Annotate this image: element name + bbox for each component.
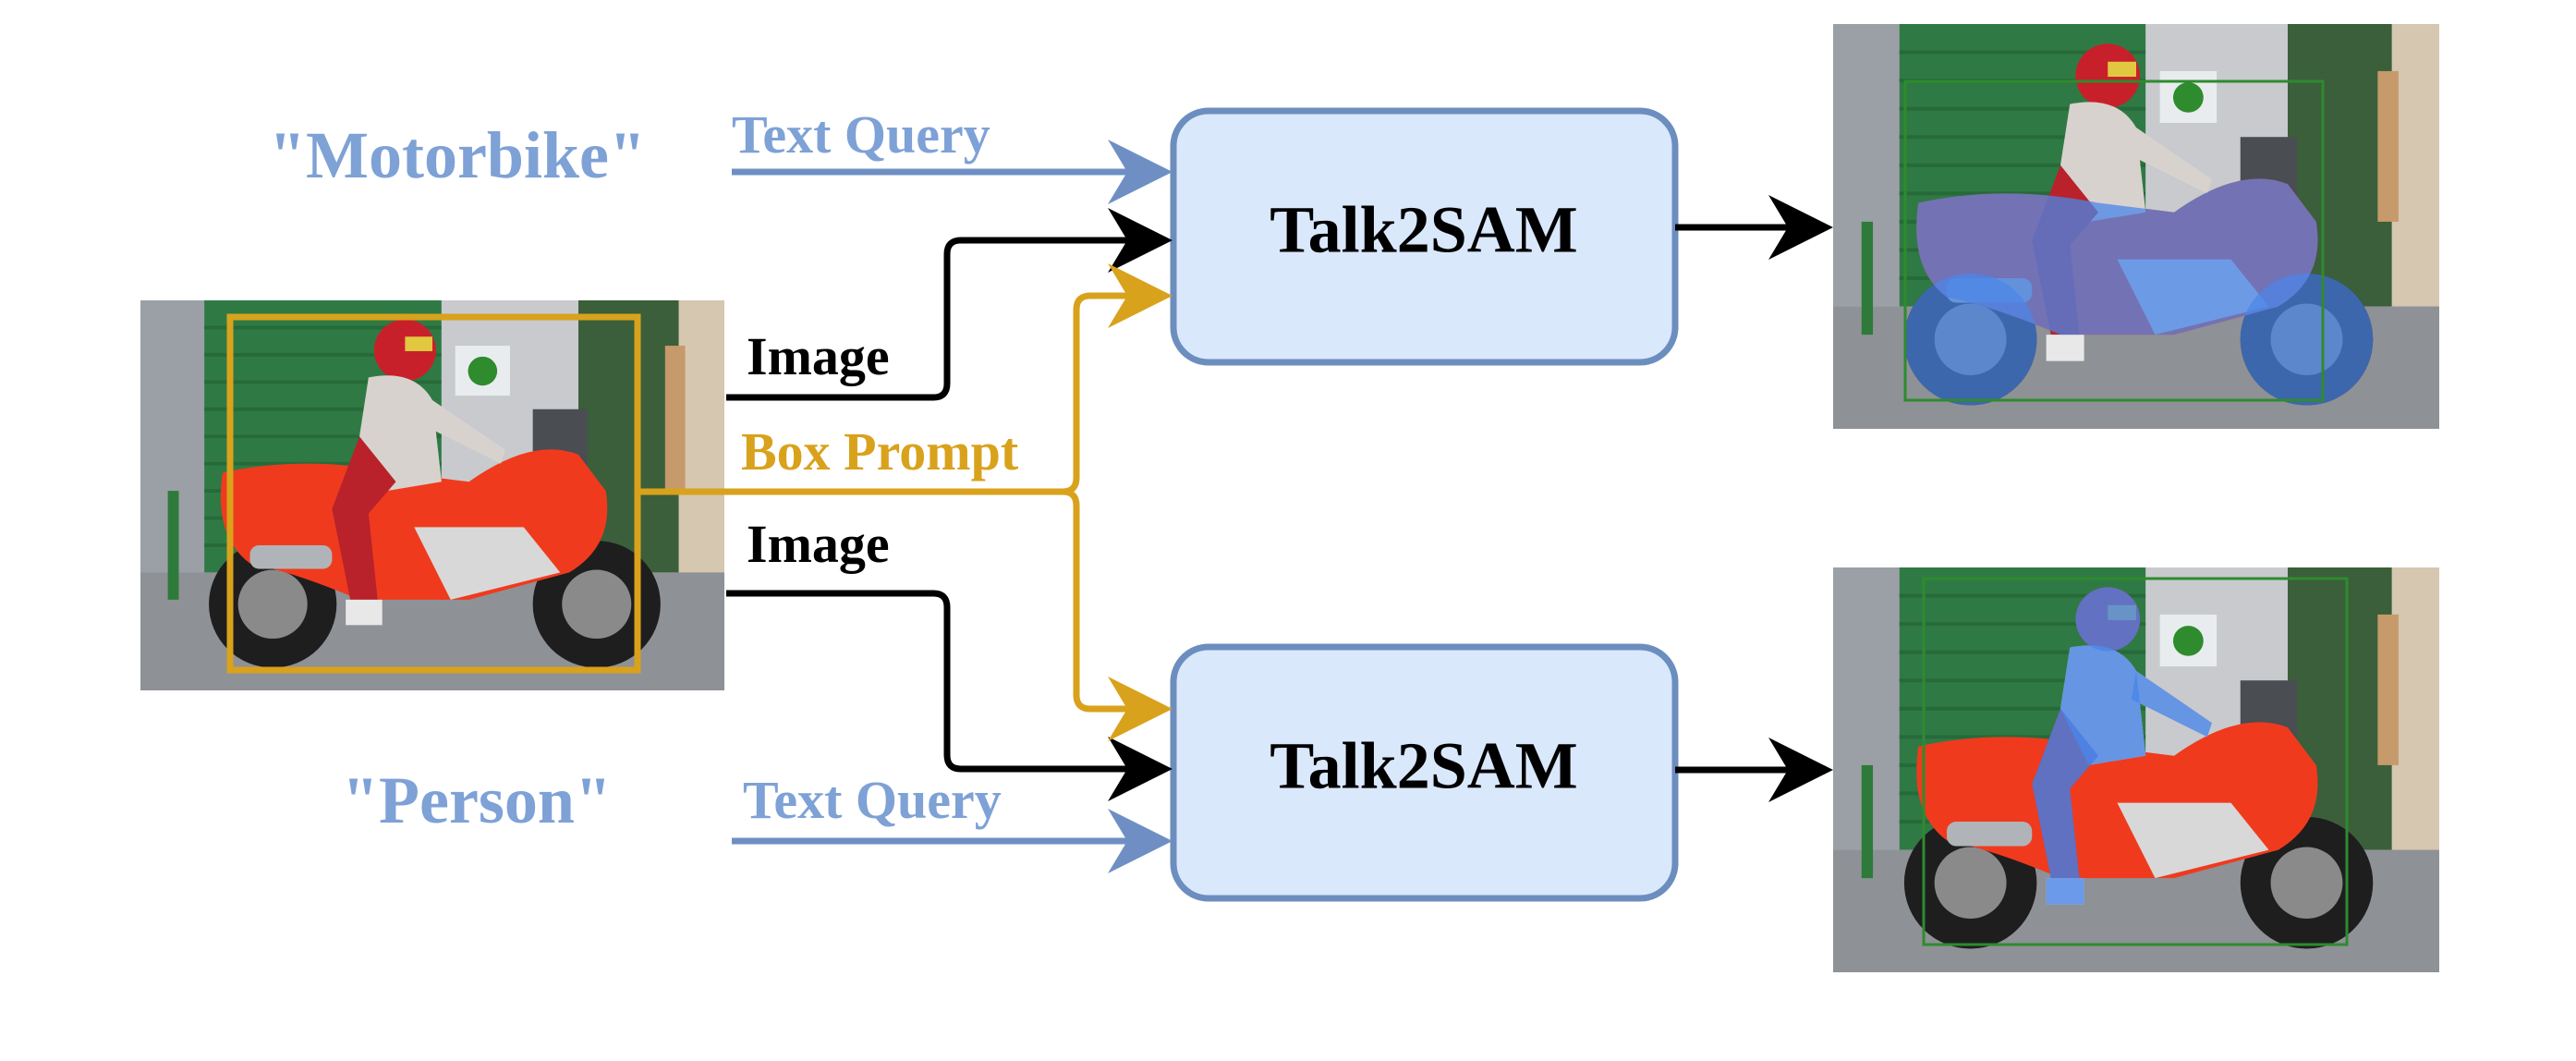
motorbike-result-bbox [1903, 79, 2325, 402]
input-image [140, 300, 724, 690]
image-label-top: Image [747, 326, 890, 386]
talk2sam-label-bottom: Talk2SAM [1270, 729, 1577, 803]
box-prompt-arrow-bottom [1062, 488, 1173, 741]
talk2sam-label-top: Talk2SAM [1270, 193, 1577, 267]
query-motorbike-label: "Motorbike" [269, 118, 646, 192]
person-result-bbox [1922, 577, 2349, 946]
text-query-label-bottom: Text Query [743, 770, 1002, 830]
output-image-bottom [1833, 567, 2439, 972]
box-prompt-label: Box Prompt [741, 421, 1019, 482]
output-image-top [1833, 24, 2439, 429]
image-arrow-top [726, 208, 1173, 401]
image-label-bottom: Image [747, 514, 890, 574]
query-person-label: "Person" [342, 763, 612, 837]
talk2sam-node-top [1170, 107, 1679, 366]
text-query-label-top: Text Query [732, 104, 990, 165]
image-arrow-bottom [726, 590, 1173, 801]
